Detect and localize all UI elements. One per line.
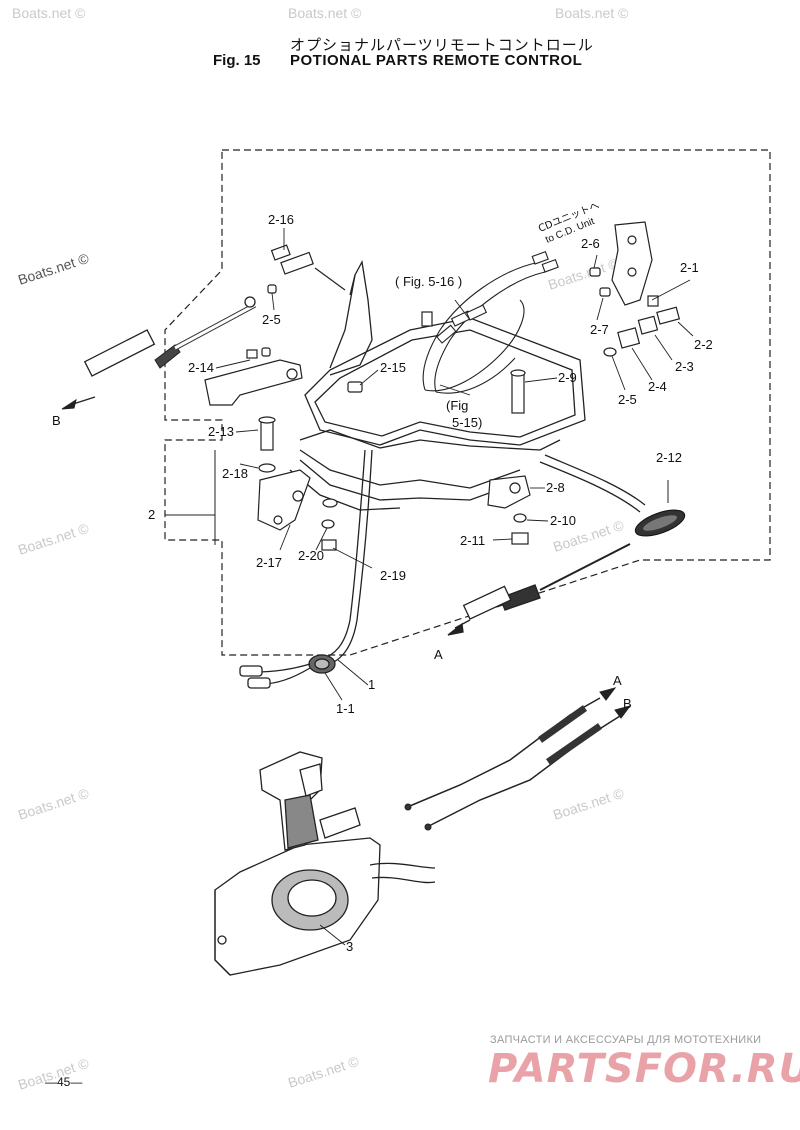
- part-label-2-8: 2-8: [546, 480, 565, 495]
- advert-tagline: ЗАПЧАСТИ И АКСЕССУАРЫ ДЛЯ МОТОТЕХНИКИ: [490, 1034, 762, 1046]
- clip-2-15: [347, 311, 433, 393]
- part-label-2-16: 2-16: [268, 212, 294, 227]
- watermark: Boats.net ©: [16, 520, 91, 558]
- part-label-2-17: 2-17: [256, 555, 282, 570]
- cable-assembly-a: [447, 454, 646, 636]
- bracket-line-2: [165, 450, 216, 545]
- cd-unit-wire-bundle: [422, 250, 559, 394]
- callout-fig-5-15-line1: (Fig: [446, 398, 468, 413]
- part-label-2-15: 2-15: [380, 360, 406, 375]
- part-label-2-10: 2-10: [550, 513, 576, 528]
- leader-lines: [215, 228, 694, 946]
- part-label-2-14: 2-14: [188, 360, 214, 375]
- arrow-label-a-upper: A: [434, 647, 443, 662]
- bolt-and-link-2-16: [267, 244, 346, 294]
- callout-fig-5-16: ( Fig. 5-16 ): [395, 274, 462, 289]
- bracket-parts-2-13-2-14-2-17-2-18: [204, 347, 311, 531]
- part-label-2-19: 2-19: [380, 568, 406, 583]
- lower-control-cables-a-b: [404, 687, 632, 831]
- figure-number: Fig. 15: [213, 52, 261, 69]
- watermark: Boats.net ©: [555, 5, 629, 21]
- watermark: Boats.net ©: [288, 5, 362, 21]
- engine-housing-drawing: [289, 259, 586, 511]
- watermark: Boats.net ©: [551, 785, 626, 823]
- part-label-2-2: 2-2: [694, 337, 713, 352]
- part-label-2: 2: [148, 507, 155, 522]
- advert-logo: PARTSFOR.RU: [488, 1046, 800, 1092]
- bracket-and-nuts-2-8-2-10-2-11: [487, 475, 531, 545]
- grommet-2-12: [634, 480, 686, 537]
- arrow-label-a-lower: A: [613, 673, 622, 688]
- part-label-2-5: 2-5: [262, 312, 281, 327]
- part-number-labels: 2-16 2-5 2-14 2-13 2-18 2 2-17 2-20 2-19…: [52, 212, 713, 954]
- part-label-2-18: 2-18: [222, 466, 248, 481]
- figure-title-english: POTIONAL PARTS REMOTE CONTROL: [290, 52, 583, 69]
- part-label-2-20: 2-20: [298, 548, 324, 563]
- arrow-label-b-upper: B: [52, 413, 61, 428]
- part-label-2-9: 2-9: [558, 370, 577, 385]
- figure-title-japanese: オプショナルパーツリモートコントロール: [290, 36, 594, 54]
- part-label-2-12: 2-12: [656, 450, 682, 465]
- part-label-2-7: 2-7: [590, 322, 609, 337]
- callout-fig-5-15-line2: 5-15): [452, 415, 482, 430]
- arrow-label-b-lower: B: [623, 696, 632, 711]
- part-label-2-13: 2-13: [208, 424, 234, 439]
- watermark: Boats.net ©: [16, 785, 91, 823]
- throttle-bracket-cluster-2-1-2-7: [510, 221, 681, 414]
- part-label-1-1: 1-1: [336, 701, 355, 716]
- part-label-2-1: 2-1: [680, 260, 699, 275]
- cable-assembly-upper-b: [61, 296, 257, 410]
- watermark: Boats.net ©: [286, 1053, 361, 1091]
- part-label-2-6: 2-6: [581, 236, 600, 251]
- watermark: Boats.net ©: [546, 255, 621, 293]
- kit-boundary-dashed-outline: [164, 149, 771, 656]
- part-label-2-4: 2-4: [648, 379, 667, 394]
- watermark: Boats.net ©: [12, 5, 86, 21]
- remote-control-box-3: [214, 751, 436, 976]
- watermark: Boats.net ©: [16, 250, 91, 288]
- page-number: —45—: [45, 1075, 83, 1089]
- harness-cable-1: [239, 449, 373, 689]
- part-label-2-3: 2-3: [675, 359, 694, 374]
- part-label-2-11: 2-11: [460, 533, 485, 548]
- washer-and-nut-2-19-2-20: [321, 498, 338, 551]
- part-label-2-5-right: 2-5: [618, 392, 637, 407]
- part-label-1: 1: [368, 677, 375, 692]
- part-label-3: 3: [346, 939, 353, 954]
